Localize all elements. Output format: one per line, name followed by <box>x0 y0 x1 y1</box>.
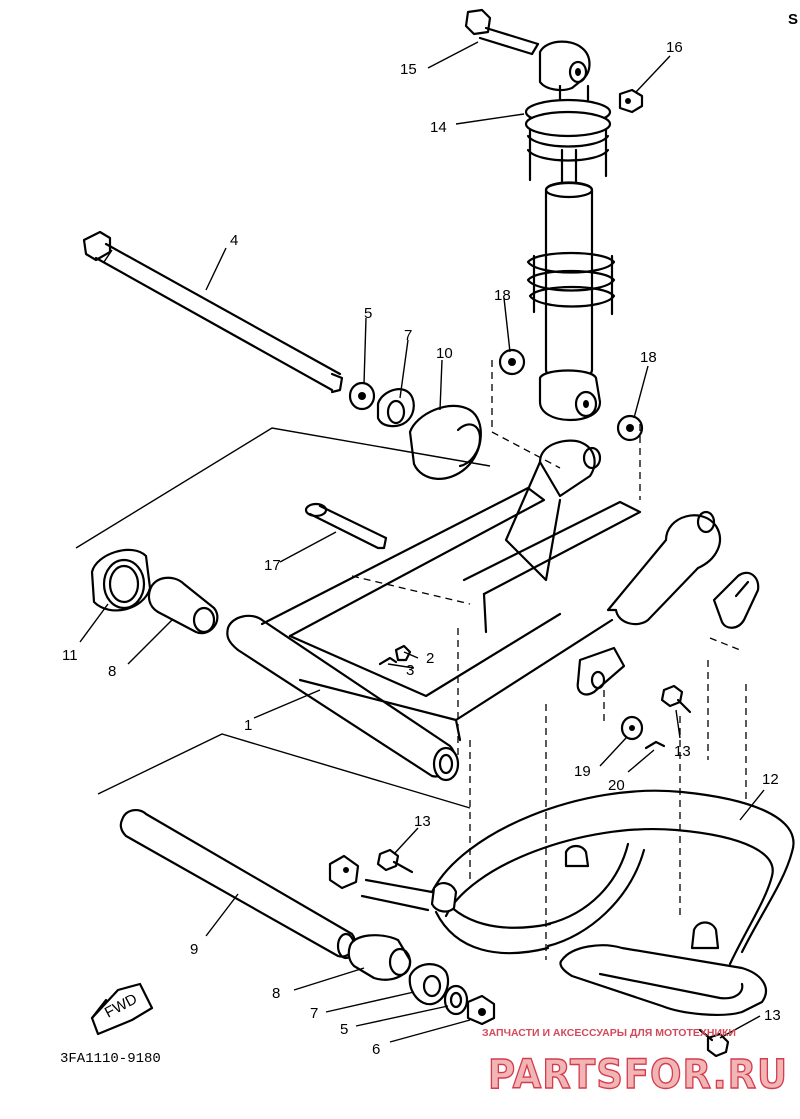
callout-13-left: 13 <box>414 813 431 830</box>
callout-9: 9 <box>190 941 198 958</box>
callout-labels: 1 2 3 4 5 5 6 7 7 8 8 9 10 11 12 13 13 1… <box>62 39 781 1058</box>
clip-20 <box>644 740 666 750</box>
bolt-13-mid <box>660 684 692 714</box>
bushing-10 <box>408 404 482 480</box>
callout-19: 19 <box>574 763 591 780</box>
assembly-line-3 <box>351 575 471 605</box>
corner-mark: S <box>788 11 798 28</box>
bolt-13-lower-left <box>376 848 414 874</box>
assembly-line-1 <box>491 360 561 469</box>
pivot-pipe-9 <box>119 808 356 960</box>
watermark-brand: PARTSFOR.RU <box>488 1052 788 1098</box>
callout-7-upper: 7 <box>404 327 412 344</box>
stand-guard-12 <box>328 789 795 1016</box>
callout-7-lower: 7 <box>310 1005 318 1022</box>
rear-shock-absorber <box>464 8 644 442</box>
washer-lower <box>443 984 469 1016</box>
callout-2: 2 <box>426 650 434 667</box>
collar-8-lower <box>347 934 412 981</box>
callout-16: 16 <box>666 39 683 56</box>
collar-8-upper <box>147 576 219 635</box>
oil-seal-lower <box>408 963 450 1006</box>
callout-4: 4 <box>230 232 238 249</box>
callout-5-upper: 5 <box>364 305 372 322</box>
callout-18-right: 18 <box>640 349 657 366</box>
assembly-line-5 <box>709 637 741 651</box>
callout-20: 20 <box>608 777 625 794</box>
callout-18-left: 18 <box>494 287 511 304</box>
bracket-lower-left <box>97 733 471 809</box>
callout-6: 6 <box>372 1041 380 1058</box>
callout-5-lower: 5 <box>340 1021 348 1038</box>
oil-seal-upper <box>376 388 415 428</box>
callout-1: 1 <box>244 717 252 734</box>
callout-13-right: 13 <box>764 1007 781 1024</box>
callout-13-mid: 13 <box>674 743 691 760</box>
callout-8-upper: 8 <box>108 663 116 680</box>
bolt-13-lower-right <box>698 1028 730 1058</box>
callout-10: 10 <box>436 345 453 362</box>
nut-6 <box>466 994 496 1026</box>
callout-14: 14 <box>430 119 447 136</box>
pin-17 <box>304 502 388 550</box>
callout-11: 11 <box>62 647 78 664</box>
leader-lines <box>79 41 765 1043</box>
callout-15: 15 <box>400 61 417 78</box>
pivot-shaft <box>82 230 344 394</box>
bracket-upper-left <box>75 427 491 549</box>
callout-8-lower: 8 <box>272 985 280 1002</box>
swingarm <box>226 439 760 782</box>
watermark: ЗАПЧАСТИ И АКСЕССУАРЫ ДЛЯ МОТОТЕХНИКИ PA… <box>482 1027 788 1099</box>
watermark-caption: ЗАПЧАСТИ И АКСЕССУАРЫ ДЛЯ МОТОТЕХНИКИ <box>482 1027 736 1039</box>
callout-12: 12 <box>762 771 779 788</box>
fwd-arrow-icon: FWD <box>90 982 154 1036</box>
callout-17: 17 <box>264 557 281 574</box>
washer-upper <box>348 381 376 411</box>
bearing-11 <box>90 548 152 612</box>
diagram-code: 3FA1110-9180 <box>60 1051 161 1067</box>
callout-3: 3 <box>406 662 414 679</box>
washer-19 <box>620 715 644 741</box>
